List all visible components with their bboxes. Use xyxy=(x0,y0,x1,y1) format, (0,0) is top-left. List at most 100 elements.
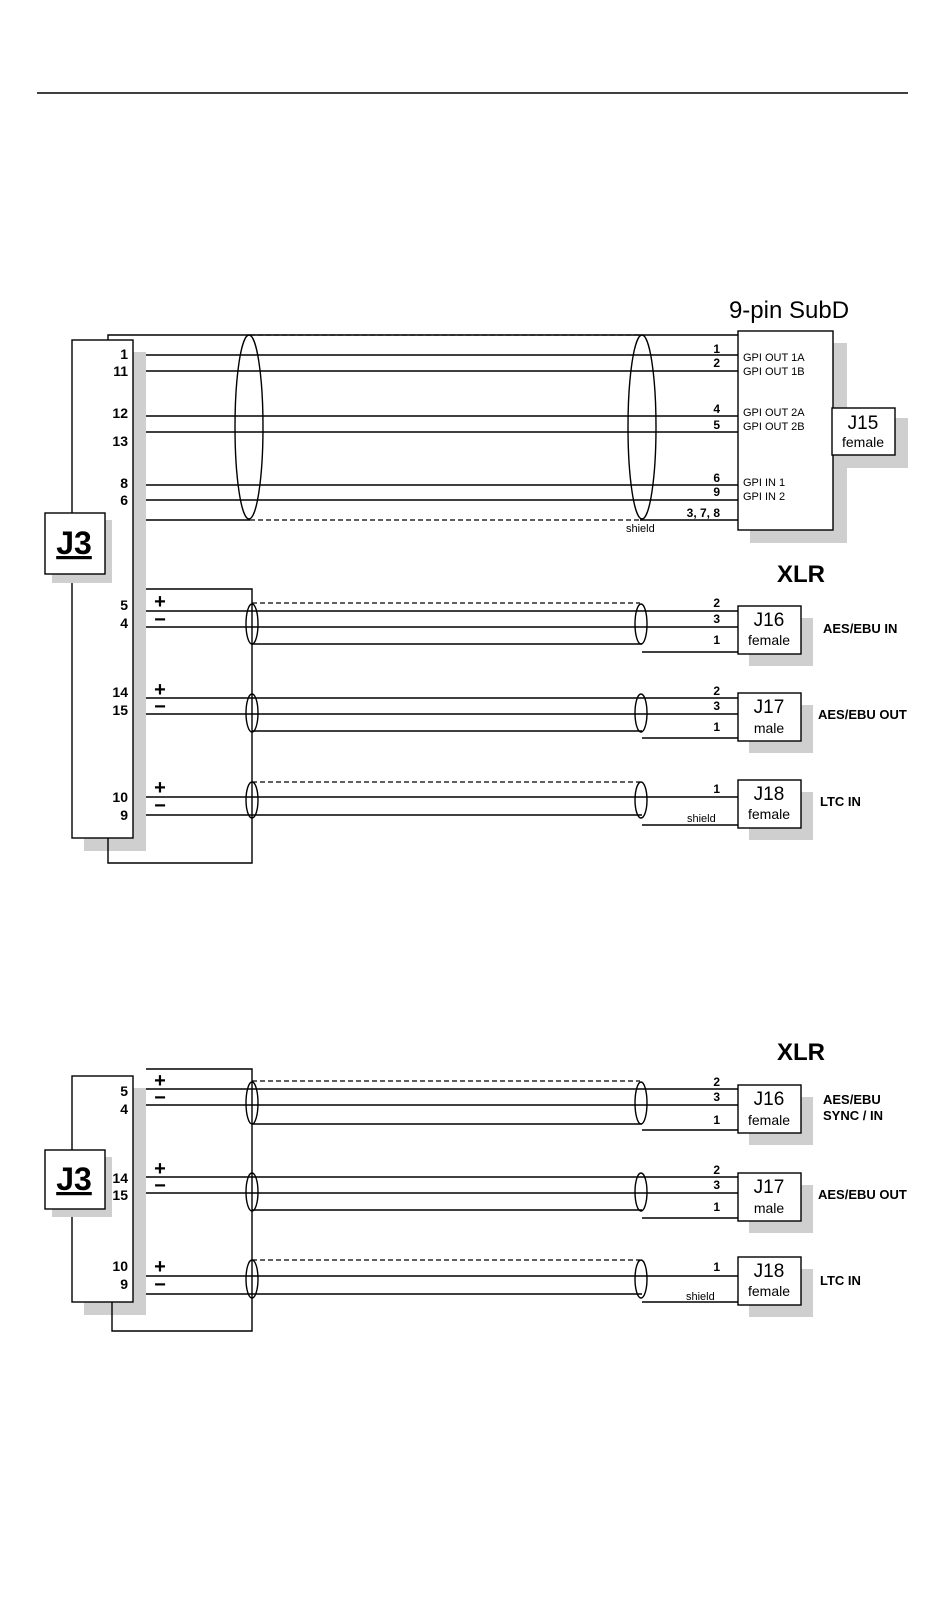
j15-pin: 9 xyxy=(713,485,720,499)
xlr-j18-cable: + − 1 shield xyxy=(146,777,738,826)
j16-box xyxy=(737,605,802,655)
svg-text:+: + xyxy=(154,1158,166,1180)
svg-text:−: − xyxy=(154,1087,166,1109)
j3-label-box xyxy=(44,1149,106,1210)
j15-pin: 4 xyxy=(713,402,720,416)
j17-sub: male xyxy=(754,720,785,736)
j15-signal: GPI OUT 1B xyxy=(743,366,805,378)
j18-label: J18 xyxy=(754,784,785,805)
svg-text:+: + xyxy=(154,591,166,613)
svg-text:+: + xyxy=(154,777,166,799)
j3-pin: 4 xyxy=(120,1101,128,1117)
svg-text:−: − xyxy=(154,795,166,817)
section-2: J3 5 4 14 15 10 9 XLR + − 2 3 1 J16 fema… xyxy=(44,1039,907,1332)
j15-sub: female xyxy=(842,434,884,450)
j15-label-box xyxy=(831,407,896,456)
j18-label: J18 xyxy=(754,1261,785,1282)
xlr-j16-cable: + − 2 3 1 xyxy=(146,1070,738,1131)
j17-box xyxy=(737,1172,802,1222)
j15-label: J15 xyxy=(848,413,879,434)
j17-box xyxy=(737,692,802,742)
j3-pin: 12 xyxy=(112,405,128,421)
j3-pin: 14 xyxy=(112,684,128,700)
j17-label: J17 xyxy=(754,1177,785,1198)
j3-pin: 14 xyxy=(112,1170,128,1186)
xlr-j16-cable: + − 2 3 1 xyxy=(146,591,738,653)
j16-desc: SYNC / IN xyxy=(823,1108,883,1123)
j3-label-box xyxy=(44,512,106,575)
j17-label: J17 xyxy=(754,697,785,718)
j3-pin: 15 xyxy=(112,702,128,718)
j3-pin: 5 xyxy=(120,597,128,613)
j15-signal: GPI IN 1 xyxy=(743,477,785,489)
svg-text:−: − xyxy=(154,1274,166,1296)
svg-text:−: − xyxy=(154,696,166,718)
j3-label: J3 xyxy=(56,525,92,561)
svg-text:1: 1 xyxy=(713,1200,720,1214)
svg-text:1: 1 xyxy=(713,1113,720,1127)
j3-pin: 15 xyxy=(112,1187,128,1203)
svg-text:−: − xyxy=(154,609,166,631)
svg-text:2: 2 xyxy=(713,1075,720,1089)
j15-shield-label: shield xyxy=(626,523,655,535)
j3-pin: 9 xyxy=(120,1276,128,1292)
svg-text:1: 1 xyxy=(713,782,720,796)
subd-title: 9-pin SubD xyxy=(729,297,849,324)
j18-box xyxy=(737,1256,802,1306)
svg-text:shield: shield xyxy=(687,813,716,825)
xlr-j18-cable: + − 1 shield xyxy=(146,1256,738,1303)
j15-pin: 2 xyxy=(713,356,720,370)
xlr-title: XLR xyxy=(777,561,825,588)
j18-desc: LTC IN xyxy=(820,794,861,809)
svg-text:3: 3 xyxy=(713,1178,720,1192)
j18-sub: female xyxy=(748,1283,790,1299)
subd-connector xyxy=(737,330,834,531)
svg-text:3: 3 xyxy=(713,699,720,713)
j15-pin: 3, 7, 8 xyxy=(687,506,721,520)
j16-label: J16 xyxy=(754,1089,785,1110)
j16-sub: female xyxy=(748,632,790,648)
svg-text:2: 2 xyxy=(713,1163,720,1177)
j16-label: J16 xyxy=(754,610,785,631)
j3-pin: 10 xyxy=(112,1258,128,1274)
j16-desc: AES/EBU xyxy=(823,1092,881,1107)
xlr-j17-cable: + − 2 3 1 xyxy=(146,679,738,739)
j15-signal: GPI IN 2 xyxy=(743,491,785,503)
j3-pin: 13 xyxy=(112,433,128,449)
svg-text:2: 2 xyxy=(713,684,720,698)
j3-pin: 11 xyxy=(113,363,128,379)
svg-text:+: + xyxy=(154,1256,166,1278)
j16-box xyxy=(737,1084,802,1134)
xlr-bus xyxy=(111,1068,253,1332)
j15-pin: 6 xyxy=(713,471,720,485)
section-1: J3 1 11 12 13 8 6 5 4 14 15 10 9 xyxy=(44,297,908,864)
svg-text:2: 2 xyxy=(713,596,720,610)
cable-shield-ellipse xyxy=(627,334,657,520)
xlr-j17-cable: + − 2 3 1 xyxy=(146,1158,738,1219)
j3-pin: 4 xyxy=(120,615,128,631)
j3-pin: 9 xyxy=(120,807,128,823)
xlr-title: XLR xyxy=(777,1039,825,1066)
svg-text:+: + xyxy=(154,679,166,701)
svg-text:3: 3 xyxy=(713,612,720,626)
svg-text:1: 1 xyxy=(713,1260,720,1274)
gpi-cable xyxy=(107,334,738,521)
j17-desc: AES/EBU OUT xyxy=(818,1187,907,1202)
cable-shield-ellipse xyxy=(234,334,264,520)
svg-text:1: 1 xyxy=(713,633,720,647)
j3-pin: 1 xyxy=(120,346,128,362)
j18-sub: female xyxy=(748,806,790,822)
svg-text:−: − xyxy=(154,1175,166,1197)
j17-sub: male xyxy=(754,1200,785,1216)
j18-box xyxy=(737,779,802,829)
svg-text:1: 1 xyxy=(713,720,720,734)
j16-desc: AES/EBU IN xyxy=(823,621,897,636)
svg-text:+: + xyxy=(154,1070,166,1092)
j3-connector xyxy=(71,339,134,839)
j18-desc: LTC IN xyxy=(820,1273,861,1288)
j15-signal: GPI OUT 2B xyxy=(743,421,805,433)
j3-pin: 5 xyxy=(120,1083,128,1099)
j15-pin: 5 xyxy=(713,418,720,432)
j3-pin: 6 xyxy=(120,492,128,508)
